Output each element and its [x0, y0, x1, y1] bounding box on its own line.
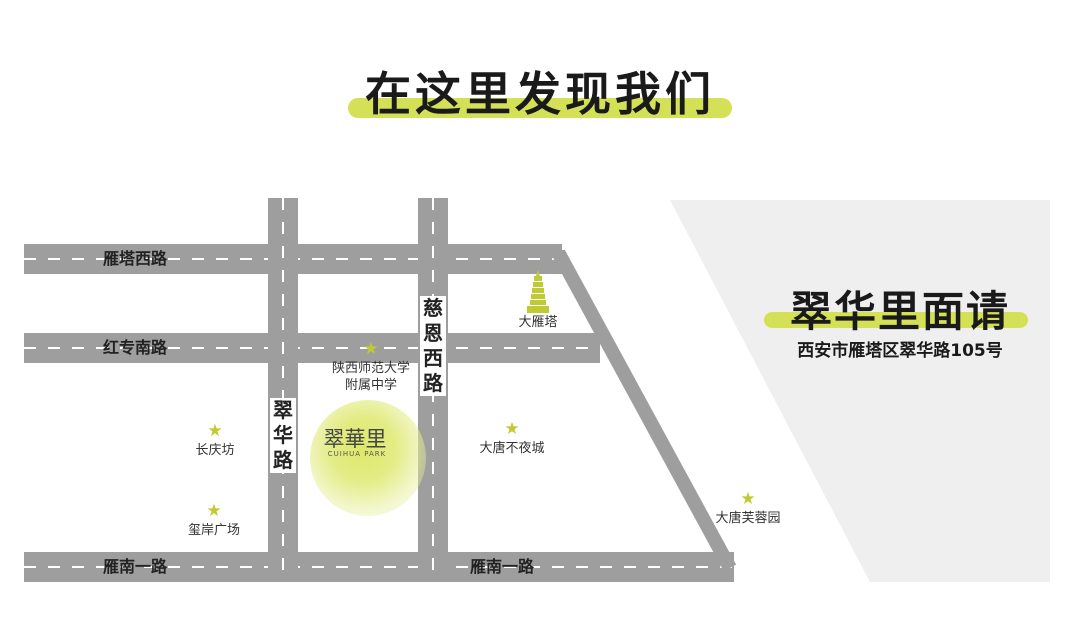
label-cien-west-road: 慈恩西路 — [420, 296, 446, 396]
poi-changqingfang: ★ 长庆坊 — [180, 422, 250, 459]
label-hongzhuan-south-road: 红专南路 — [103, 338, 168, 357]
poi-xi-an-plaza: ★ 玺岸广场 — [174, 502, 254, 539]
poi-shaanxi-normal-school: ★ 陕西师范大学 附属中学 — [318, 340, 424, 394]
poi-datang-furong-garden: ★ 大唐芙蓉园 — [706, 490, 790, 527]
poi-line-2: 附属中学 — [344, 378, 397, 393]
label-yanta-west-road: 雁塔西路 — [103, 249, 168, 268]
road-diagonal — [551, 250, 737, 570]
star-icon: ★ — [504, 419, 520, 439]
road-yannan-1 — [24, 552, 734, 582]
poi-label: 大唐芙蓉园 — [715, 511, 781, 526]
star-icon: ★ — [207, 421, 223, 441]
poi-line-1: 陕西师范大学 — [331, 361, 410, 376]
title-underline — [348, 98, 732, 118]
label-yannan-1-road-left: 雁南一路 — [103, 557, 168, 576]
label-cuihua-road: 翠华路 — [270, 398, 296, 473]
pagoda-icon — [527, 270, 549, 313]
poi-label: 玺岸广场 — [187, 523, 240, 538]
poi-label: 大唐不夜城 — [479, 441, 545, 456]
road-hongzhuan-south — [24, 333, 600, 363]
label-yannan-1-road-right: 雁南一路 — [470, 557, 535, 576]
poi-big-goose-pagoda: 大雁塔 — [518, 315, 558, 330]
contact-title: 翠华里面请 — [789, 287, 1010, 336]
star-icon: ★ — [363, 339, 379, 359]
landmark-highlight — [310, 400, 426, 516]
road-cuihua — [268, 198, 298, 582]
star-icon: ★ — [206, 501, 222, 521]
contact-title-underline — [764, 312, 1028, 328]
landmark-name-en: CUIHUA PARK — [327, 450, 387, 458]
page-title: 在这里发现我们 — [365, 67, 715, 121]
poi-label: 长庆坊 — [195, 443, 235, 458]
contact-panel — [670, 200, 1050, 582]
poi-datang-everbright-city: ★ 大唐不夜城 — [470, 420, 554, 457]
star-icon: ★ — [740, 489, 756, 509]
contact-address: 西安市雁塔区翠华路105号 — [797, 341, 1003, 361]
landmark-name-cn: 翠華里 — [323, 427, 387, 451]
